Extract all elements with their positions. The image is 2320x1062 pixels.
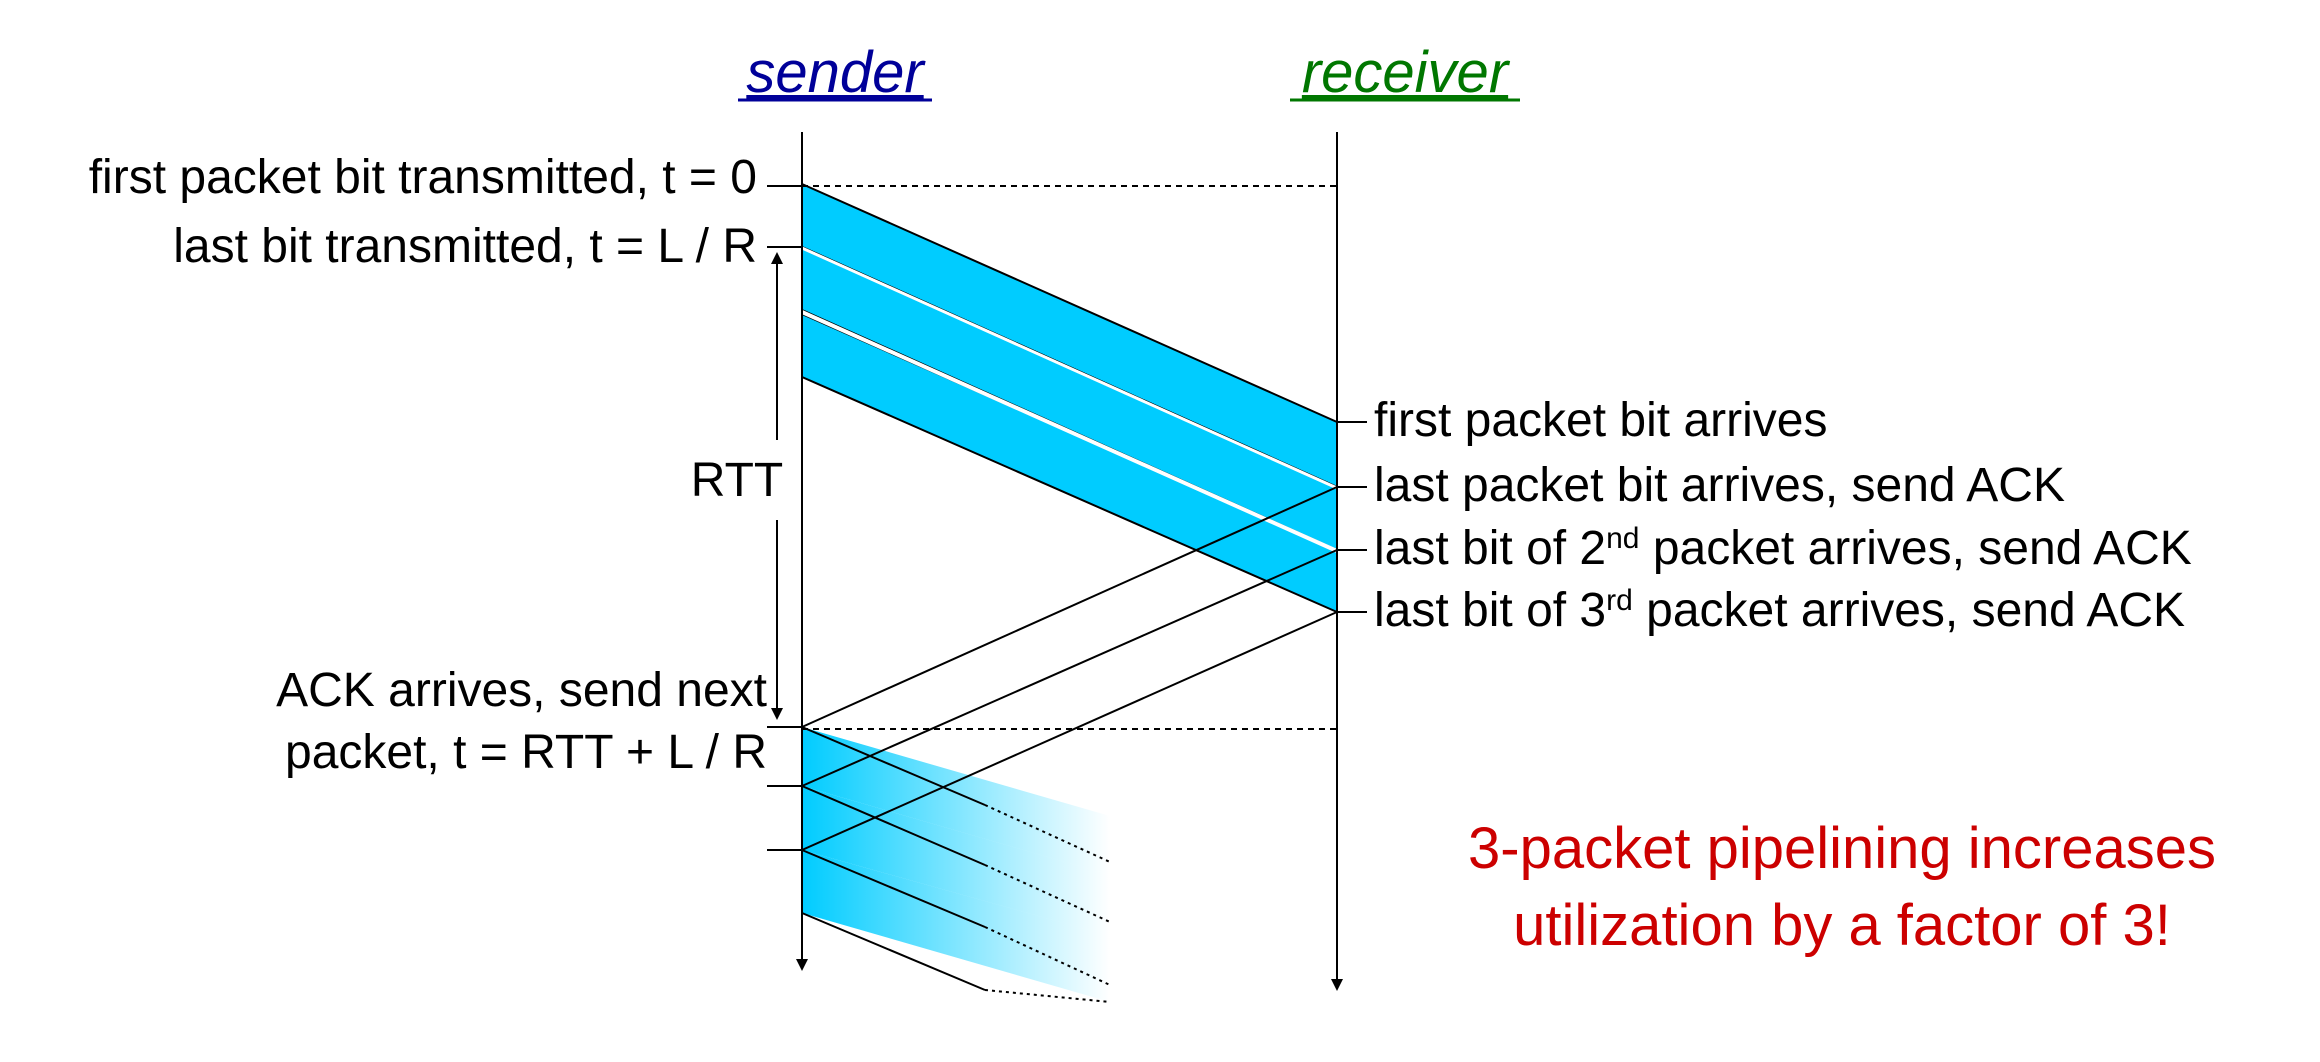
next-packet-1: [802, 727, 1110, 875]
next-packet-2: [802, 786, 1110, 936]
label-pkt2-prefix: last bit of 2: [1374, 522, 1606, 575]
next-packet-3: [802, 850, 1110, 1002]
label-pkt3-arrives: last bit of 3rd packet arrives, send ACK: [1374, 584, 2185, 637]
next-packet-edge-3-dotted: [984, 926, 1111, 986]
label-pkt2-arrives: last bit of 2nd packet arrives, send ACK: [1374, 522, 2192, 575]
next-packet-edge-2-dotted: [984, 864, 1111, 923]
sender-header: sender: [746, 40, 926, 105]
next-packet-edge-1-dotted: [984, 804, 1111, 863]
label-pkt3-sup: rd: [1606, 584, 1633, 617]
next-packet-edge-2: [801, 785, 986, 866]
note-line2: utilization by a factor of 3!: [1513, 893, 2171, 958]
label-pkt3-prefix: last bit of 3: [1374, 584, 1606, 637]
ack-line-1: [801, 486, 1338, 728]
label-ack-arrives-line1: ACK arrives, send next: [276, 664, 767, 717]
next-packet-edge-3: [801, 849, 986, 928]
label-first-bit-arrives: first packet bit arrives: [1374, 394, 1827, 447]
label-ack-arrives-line2: packet, t = RTT + L / R: [285, 726, 767, 779]
label-pkt2-suffix: packet arrives, send ACK: [1640, 522, 2192, 575]
label-pkt2-sup: nd: [1606, 522, 1639, 555]
ack-line-2: [801, 549, 1338, 787]
rtt-label: RTT: [691, 454, 783, 507]
note-line1: 3-packet pipelining increases: [1468, 816, 2216, 881]
packet-gap-1: [801, 246, 1338, 490]
label-pkt3-suffix: packet arrives, send ACK: [1633, 584, 2185, 637]
label-last-bit-transmitted: last bit transmitted, t = L / R: [173, 220, 757, 273]
label-last-bit-arrives: last packet bit arrives, send ACK: [1374, 459, 2065, 512]
next-packet-edge-1: [801, 726, 986, 806]
packet-gap-2: [801, 310, 1338, 553]
next-packet-edge-4: [801, 912, 986, 991]
label-first-bit-transmitted: first packet bit transmitted, t = 0: [89, 151, 757, 204]
ack-line-3: [801, 611, 1338, 851]
receiver-header: receiver: [1302, 40, 1511, 105]
